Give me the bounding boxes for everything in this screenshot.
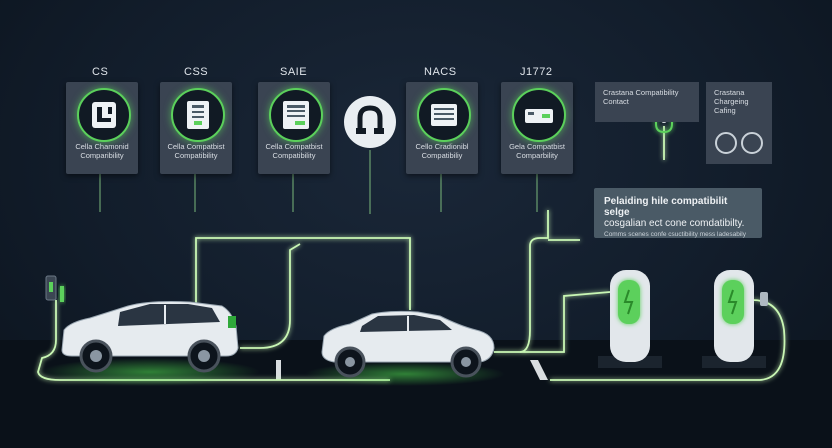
cable-right [494,210,549,353]
lane-mark [276,360,281,380]
nacs-plug-icon [356,105,384,134]
standard-caption: Gela Compatbist Comparbility [509,142,565,160]
standard-card-css[interactable]: Cella Compatbist Compatibility [160,82,232,174]
nacs-plug-bubble[interactable] [344,96,396,148]
side-note: Crastana Chargeing Cafing [706,82,772,164]
standard-caption: Cella Chamonid Comparibility [75,142,129,160]
standard-card-cs[interactable]: Cella Chamonid Comparibility [66,82,138,174]
car-glow [40,358,260,386]
lane-mark [530,360,548,380]
nacs-connector-icon [417,88,471,142]
standard-caption: Cella Compatbist Compatibility [265,142,323,160]
callout-line-1: Pelaiding hile compatibilit selge [604,196,728,218]
standard-title: NACS [424,66,457,78]
standard-title: CSS [184,66,209,78]
callout-line-3: Comms scenes confe csuctibility mess lad… [604,231,746,238]
ccs-connector-icon [171,88,225,142]
standard-caption: Cello Cradionibl Compatibiliy [415,142,469,160]
cable-charger-1 [520,291,611,353]
plug-note: Crastana Compatibility Contact [595,82,699,122]
standard-card-nacs[interactable]: Cello Cradionibl Compatibiliy [406,82,478,174]
standard-card-j1772[interactable]: Gela Compatbist Comparbility [501,82,573,174]
standard-caption: Cella Compatbist Compatibility [167,142,225,160]
side-note-text: Crastana Chargeing Cafing [714,88,749,115]
compatibility-callout: Pelaiding hile compatibilit selge cosgal… [594,188,762,238]
charging-station-1 [598,270,662,368]
standard-title: J1772 [520,66,553,78]
wall-charger [45,275,64,302]
sedan-car [321,310,495,378]
callout-line-2: cosgalian ect cone comdatibilty. [604,218,745,229]
charger-ports-icon [715,132,763,154]
type1-connector-icon [77,88,131,142]
cable-center [195,237,411,340]
standard-title: CS [92,66,109,78]
standard-title: SAIE [280,66,308,78]
plug-note-text: Crastana Compatibility Contact [603,88,679,106]
sae-connector-icon [269,88,323,142]
standard-card-saie[interactable]: Cella Compatbist Compatibility [258,82,330,174]
hatchback-car [61,301,239,373]
cable-left [37,300,390,381]
j1772-connector-icon [512,88,566,142]
charging-station-2 [702,270,768,368]
cable-branch [240,243,301,349]
